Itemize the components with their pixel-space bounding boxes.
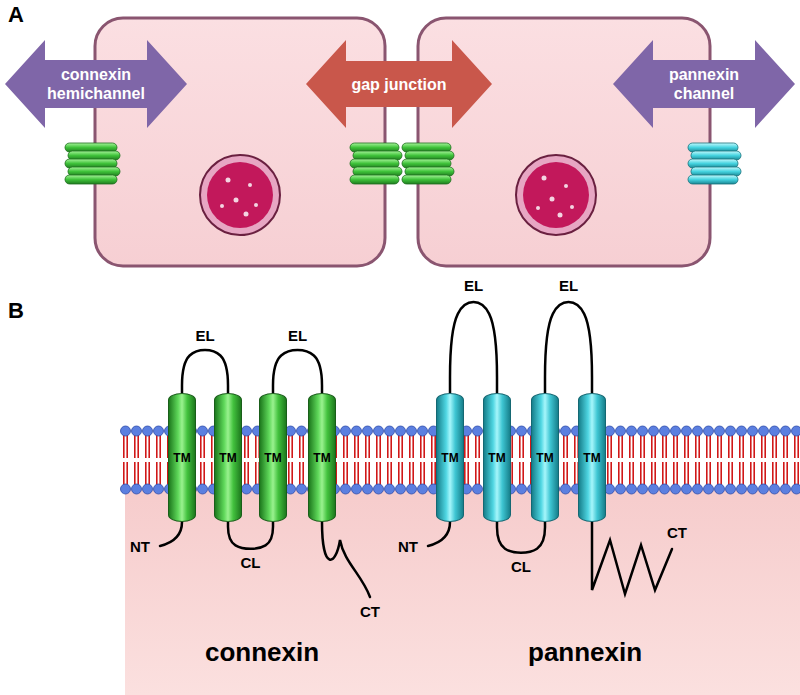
transmembrane-domain: TM (259, 393, 287, 522)
loop (228, 522, 273, 549)
transmembrane-domain: TM (578, 393, 606, 522)
transmembrane-domain: TM (308, 393, 336, 522)
c-terminus (322, 522, 370, 597)
transmembrane-domain: TM (483, 393, 511, 522)
n-terminus (428, 522, 450, 546)
channel-label: pannexin channel (643, 65, 765, 103)
nucleus (516, 155, 596, 235)
channel-rod (65, 175, 117, 184)
terminus-label: CT (360, 603, 380, 620)
loop-label: CL (511, 558, 531, 575)
double-arrow: gap junction (306, 40, 492, 128)
loop (273, 350, 322, 393)
transmembrane-domain: TM (531, 393, 559, 522)
transmembrane-domain: TM (436, 393, 464, 522)
terminus-label: NT (398, 538, 418, 555)
loop (545, 302, 592, 393)
loop-label: CL (241, 554, 261, 571)
terminus-label: CT (667, 524, 687, 541)
domain-label: TM (536, 451, 553, 465)
domain-label: TM (313, 451, 330, 465)
n-terminus (160, 522, 182, 546)
domain-label: TM (264, 451, 281, 465)
channel-rod (350, 175, 399, 184)
channel-rod (402, 175, 451, 184)
panel-letter: B (8, 298, 24, 323)
transmembrane-domain: TM (214, 393, 242, 522)
loop (182, 350, 228, 393)
double-arrow: pannexin channel (613, 40, 795, 128)
channel-rod (688, 175, 738, 184)
domain-label: TM (488, 451, 505, 465)
loop (497, 522, 545, 553)
channel-rods (65, 143, 741, 184)
arrow-shape (5, 40, 187, 128)
channel-label: connexin hemichannel (35, 65, 157, 103)
terminus-label: NT (130, 538, 150, 555)
c-terminus (592, 522, 672, 594)
domain-label: TM (219, 451, 236, 465)
double-arrow: connexin hemichannel (5, 40, 187, 128)
protein-name: connexin (205, 638, 319, 668)
loop (450, 302, 497, 393)
loop-label: EL (464, 277, 483, 294)
loop-label: EL (288, 327, 307, 344)
loop-label: EL (559, 277, 578, 294)
panel-letter: A (8, 2, 24, 27)
domain-label: TM (441, 451, 458, 465)
domain-label: TM (173, 451, 190, 465)
transmembrane-domain: TM (168, 393, 196, 522)
loop-label: EL (195, 327, 214, 344)
protein-name: pannexin (528, 638, 642, 668)
domain-label: TM (583, 451, 600, 465)
nucleus (200, 155, 280, 235)
arrow-shape (613, 40, 795, 128)
channel-label: gap junction (351, 75, 446, 94)
